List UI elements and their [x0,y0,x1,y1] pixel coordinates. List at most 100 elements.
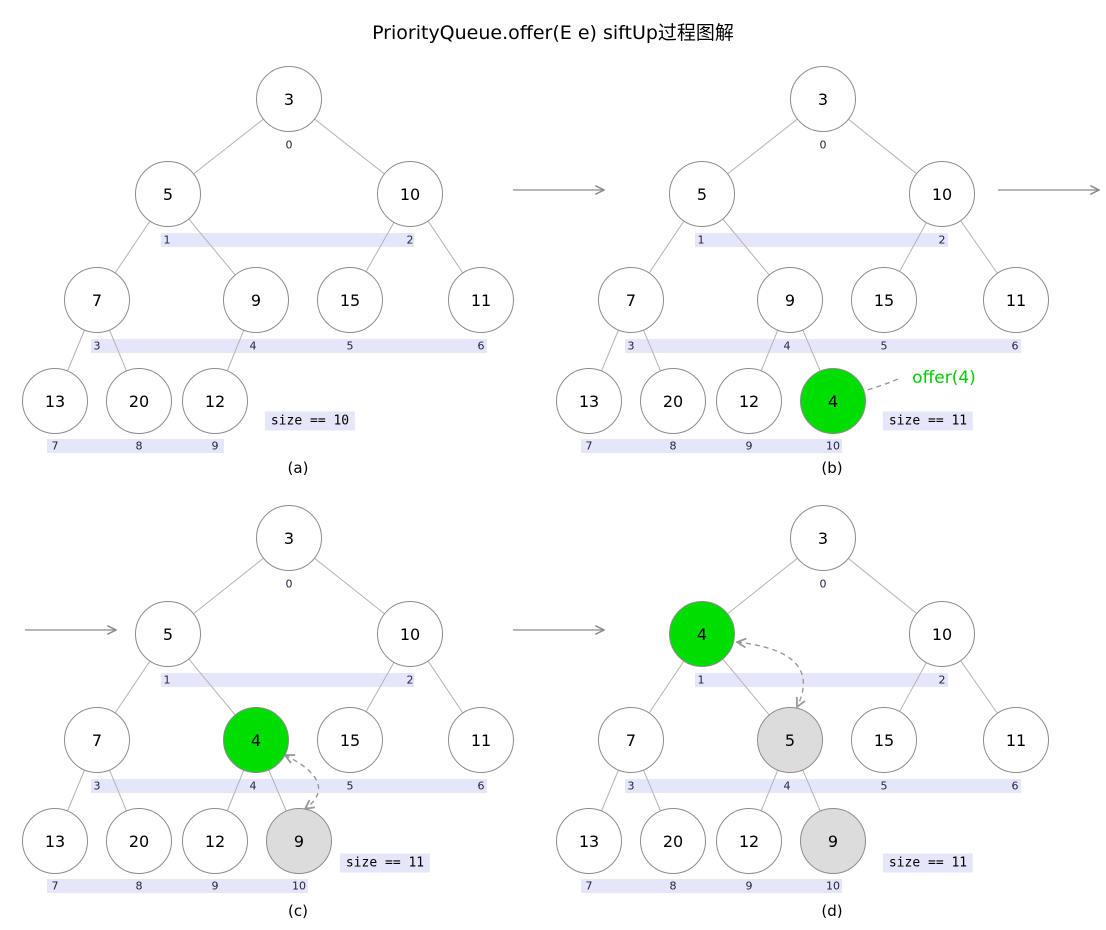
tree-c-index-6: 6 [477,779,485,793]
tree-b-node-12: 12 [716,368,782,434]
tree-a-node-10: 10 [377,161,443,227]
tree-b-node-11: 11 [983,267,1049,333]
tree-b-index-0: 0 [819,138,827,152]
tree-c-node-11: 11 [448,707,514,773]
tree-b-node-4: 4 [800,368,866,434]
tree-c-index-3: 3 [93,779,101,793]
tree-d-node-11: 11 [983,707,1049,773]
tree-a-node-20: 20 [106,368,172,434]
tree-b-index-9: 9 [745,439,753,453]
tree-a-index-7: 7 [51,439,59,453]
tree-c-size-badge: size == 11 [339,853,431,873]
tree-b-index-7: 7 [585,439,593,453]
tree-a-index-3: 3 [93,339,101,353]
tree-b-index-4: 4 [783,339,791,353]
tree-d-node-10: 10 [909,601,975,667]
tree-c-index-0: 0 [285,577,293,591]
tree-b-node-10: 10 [909,161,975,227]
swap-arrow-1-icon [285,755,320,809]
tree-c-node-12: 12 [182,808,248,874]
tree-a-index-6: 6 [477,339,485,353]
tree-b-caption: (b) [821,459,843,477]
tree-a-node-9: 9 [223,267,289,333]
tree-a-index-0: 0 [285,138,293,152]
tree-c-node-13: 13 [22,808,88,874]
tree-c-index-2: 2 [406,673,414,687]
tree-d-index-9: 9 [745,879,753,893]
tree-b-node-15: 15 [851,267,917,333]
tree-b-node-20: 20 [640,368,706,434]
tree-d-node-12: 12 [716,808,782,874]
tree-b-index-band-0 [695,233,948,247]
tree-b-index-10: 10 [826,439,840,453]
tree-d-node-3: 3 [790,505,856,571]
tree-c-index-1: 1 [163,673,171,687]
tree-a-index-2: 2 [406,233,414,247]
tree-d-caption: (d) [821,902,843,920]
tree-b-index-2: 2 [938,233,946,247]
tree-a-index-8: 8 [135,439,143,453]
tree-a-caption: (a) [287,459,309,477]
tree-c-caption: (c) [288,902,308,920]
tree-a-index-band-1 [91,339,487,353]
page-title: PriorityQueue.offer(E e) siftUp过程图解 [372,22,734,44]
tree-d-node-20: 20 [640,808,706,874]
tree-c-node-5: 5 [135,601,201,667]
offer-annotation: offer(4) [912,368,976,388]
tree-a-node-13: 13 [22,368,88,434]
tree-b-index-8: 8 [669,439,677,453]
tree-d-index-4: 4 [783,779,791,793]
tree-d-node-15: 15 [851,707,917,773]
tree-a-index-1: 1 [163,233,171,247]
tree-c-index-5: 5 [346,779,354,793]
tree-c-index-band-1 [91,779,487,793]
tree-a-size-badge: size == 10 [264,411,356,431]
tree-b-node-3: 3 [790,66,856,132]
tree-a-node-3: 3 [256,66,322,132]
tree-c-node-7: 7 [64,707,130,773]
tree-c-index-band-2 [47,879,308,893]
swap-arrow-0-icon [852,378,899,393]
tree-a-node-12: 12 [182,368,248,434]
tree-a-node-5: 5 [135,161,201,227]
tree-a-node-7: 7 [64,267,130,333]
tree-c-index-4: 4 [249,779,257,793]
tree-d-index-6: 6 [1011,779,1019,793]
tree-a-index-5: 5 [346,339,354,353]
tree-c-index-8: 8 [135,879,143,893]
tree-a-index-9: 9 [211,439,219,453]
tree-c-index-9: 9 [211,879,219,893]
tree-b-index-band-1 [625,339,1021,353]
tree-c-index-band-0 [161,673,414,687]
tree-d-node-5: 5 [757,707,823,773]
tree-d-index-7: 7 [585,879,593,893]
tree-c-node-20: 20 [106,808,172,874]
tree-b-node-9: 9 [757,267,823,333]
tree-d-node-7: 7 [598,707,664,773]
tree-c-node-10: 10 [377,601,443,667]
tree-b-index-5: 5 [880,339,888,353]
tree-b-index-1: 1 [697,233,705,247]
tree-d-index-5: 5 [880,779,888,793]
tree-d-size-badge: size == 11 [882,853,974,873]
tree-d-index-10: 10 [826,879,840,893]
tree-d-index-band-0 [695,673,948,687]
tree-d-node-4: 4 [669,601,735,667]
tree-d-index-band-1 [625,779,1021,793]
tree-d-index-8: 8 [669,879,677,893]
tree-d-node-9: 9 [800,808,866,874]
tree-d-index-3: 3 [627,779,635,793]
tree-b-node-13: 13 [556,368,622,434]
tree-c-node-9: 9 [266,808,332,874]
tree-c-node-3: 3 [256,505,322,571]
tree-a-node-11: 11 [448,267,514,333]
tree-c-node-15: 15 [317,707,383,773]
tree-a-node-15: 15 [317,267,383,333]
tree-b-size-badge: size == 11 [882,411,974,431]
tree-b-index-6: 6 [1011,339,1019,353]
swap-arrow-2-icon [737,642,803,707]
tree-d-index-2: 2 [938,673,946,687]
tree-d-index-1: 1 [697,673,705,687]
